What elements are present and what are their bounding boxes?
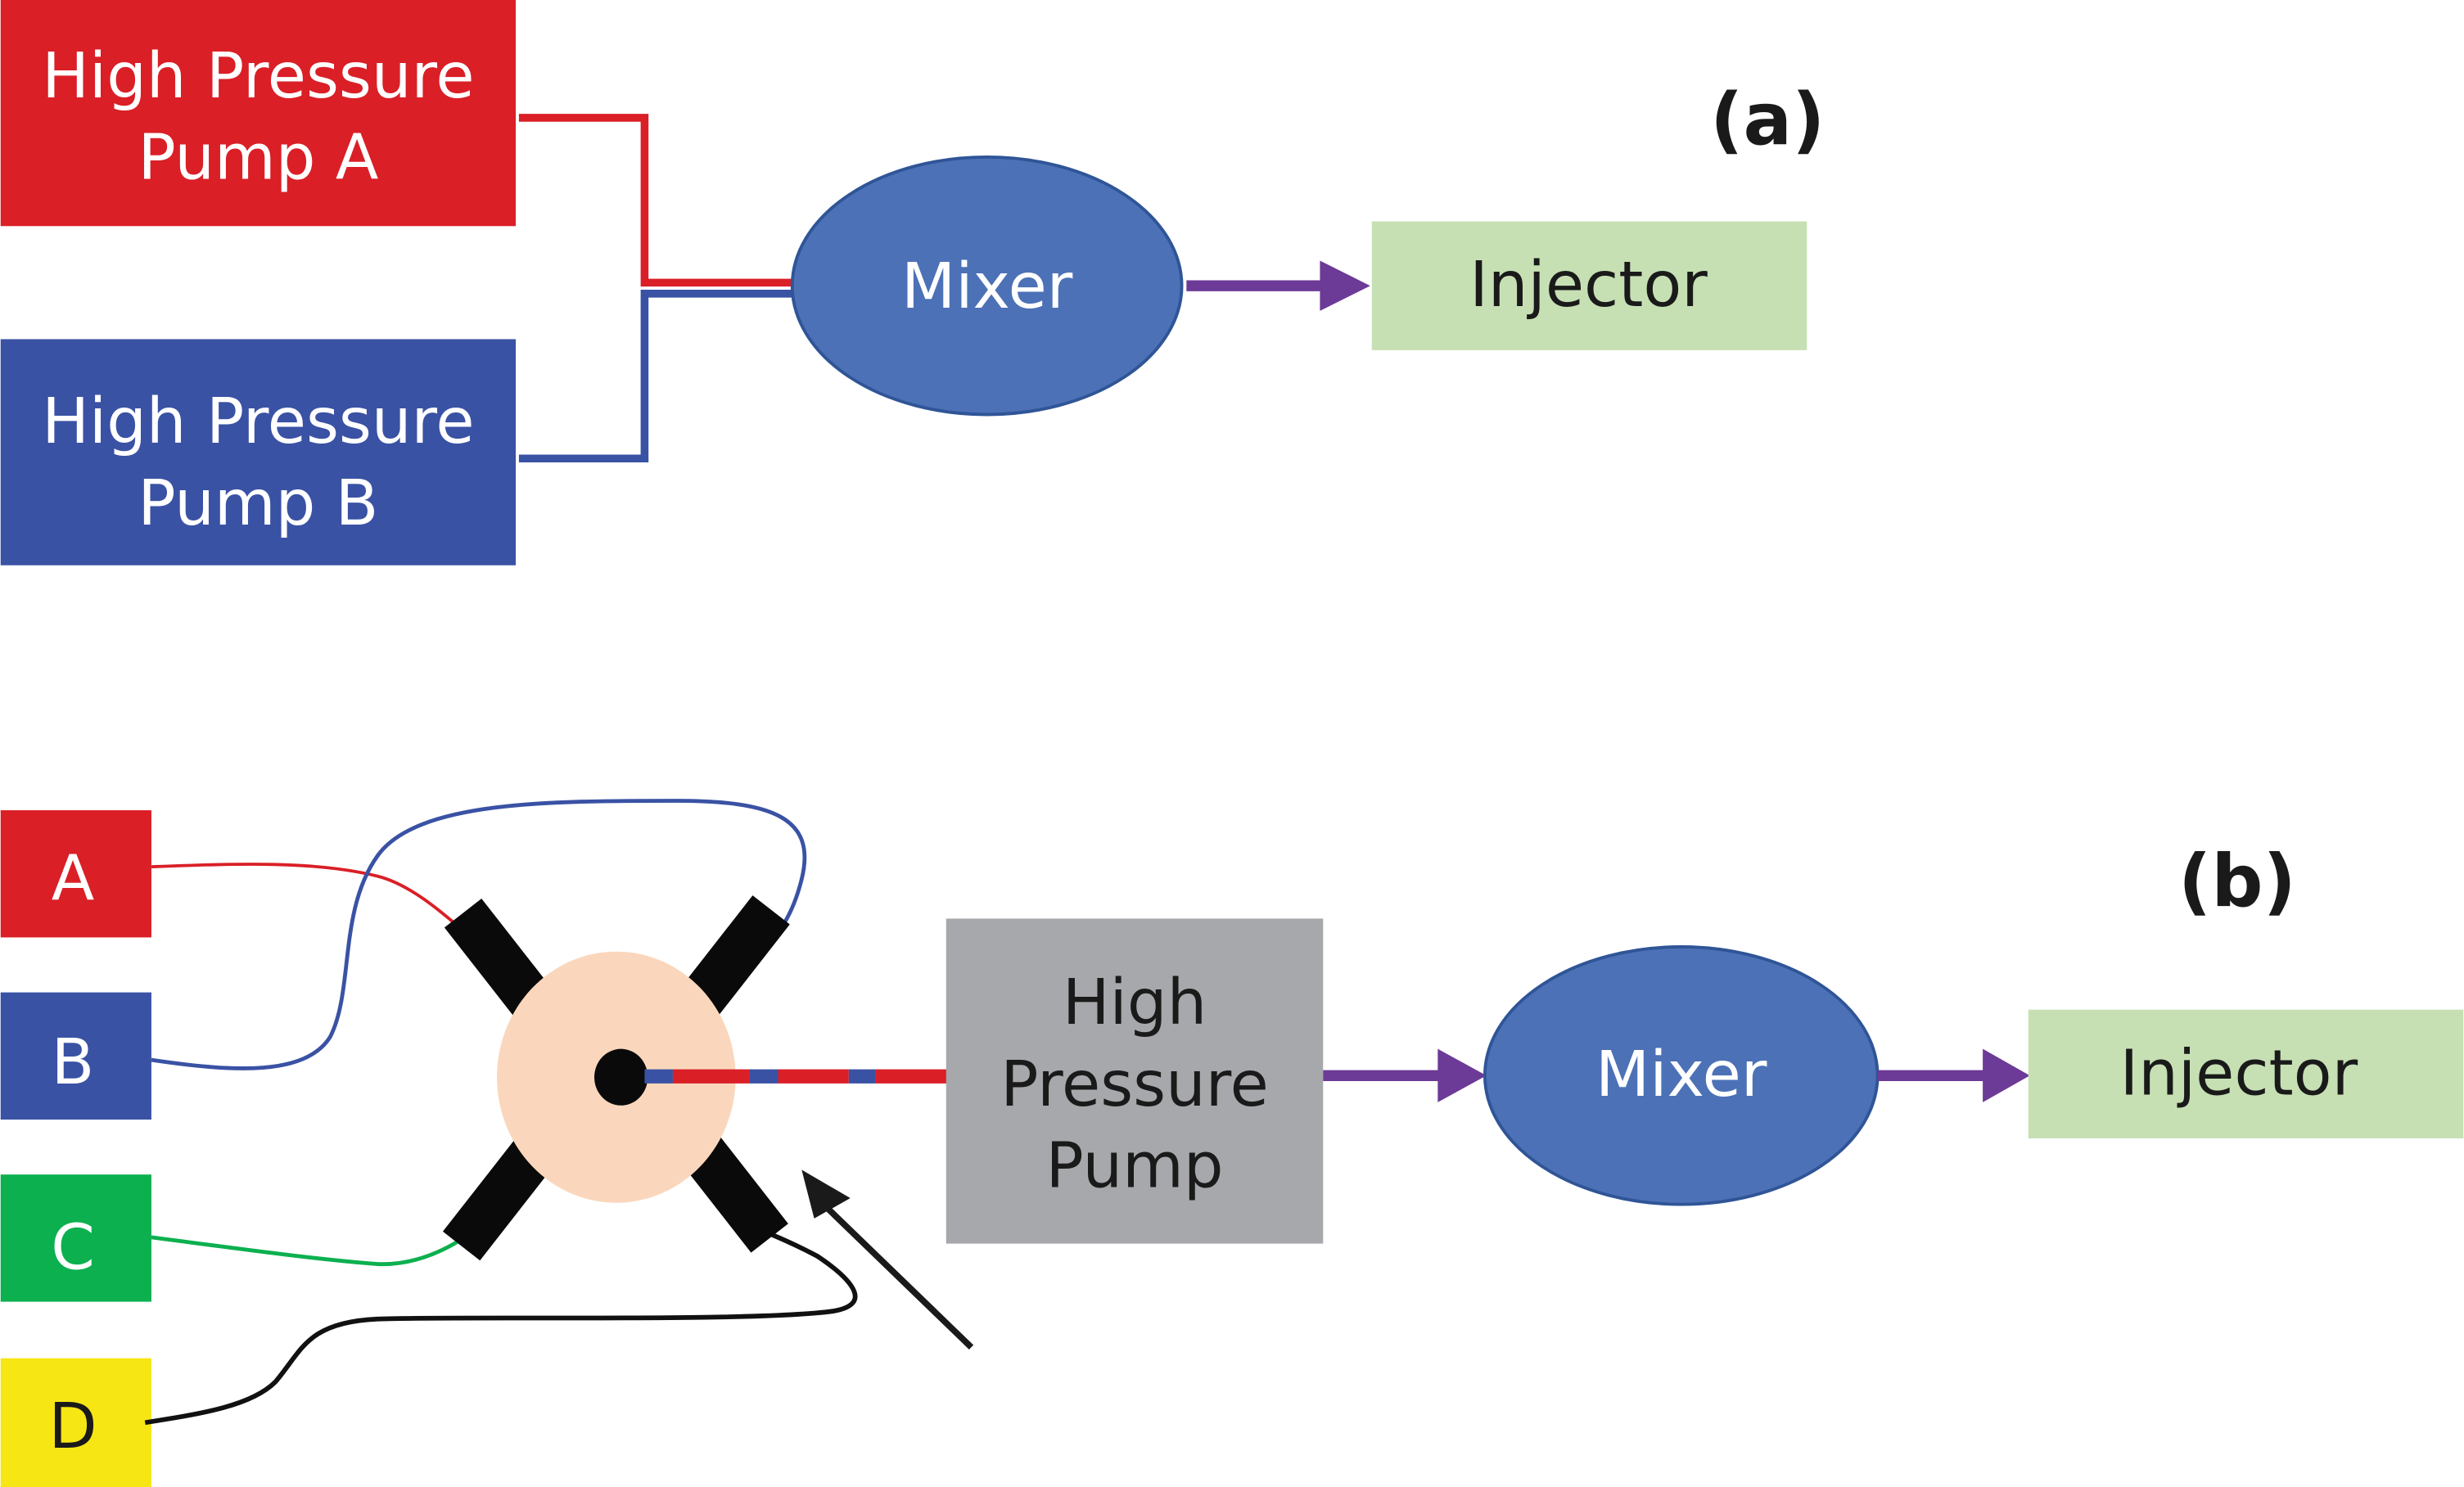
injector-a-rect <box>1371 221 1807 350</box>
tubing-a <box>151 863 467 935</box>
solvent-c-rect <box>0 1174 151 1302</box>
pump-a-box: High Pressure Pump A <box>0 0 517 227</box>
pump-rect <box>945 918 1324 1244</box>
panel-b: (b) A B C D <box>0 799 2464 1487</box>
flow-arrow-pump-to-mixer <box>1323 1048 1487 1102</box>
solvent-a-rect <box>0 810 151 938</box>
valve-port-top-right <box>675 895 790 1024</box>
pointer-arrow <box>801 1169 974 1350</box>
tubing-d <box>144 1230 858 1426</box>
mixer-a: Mixer <box>790 155 1184 417</box>
pump-b-label-line2: Pump B <box>138 467 378 540</box>
injector-b: Injector <box>2028 1009 2464 1139</box>
pump-b-label-line1: High Pressure <box>42 385 474 458</box>
solvent-b-label: B <box>52 1026 95 1099</box>
pump-a-rect <box>0 0 517 227</box>
pump-label-line1: High <box>1063 967 1207 1039</box>
mixer-b: Mixer <box>1482 945 1880 1206</box>
solvent-a-label: A <box>52 842 95 915</box>
flow-arrow-mixer-to-injector <box>1877 1048 2030 1102</box>
solvent-d-rect <box>0 1358 151 1487</box>
pump-b-rect <box>0 339 517 566</box>
segmented-flow-line <box>644 1069 948 1084</box>
injector-a: Injector <box>1371 221 1807 350</box>
panel-b-label: (b) <box>2178 839 2296 923</box>
high-pressure-pump: High Pressure Pump <box>945 918 1324 1244</box>
proportioning-valve <box>442 895 790 1261</box>
flow-arrow-a <box>1186 260 1370 311</box>
panel-a-label: (a) <box>1710 78 1825 162</box>
injector-b-label: Injector <box>2120 1037 2358 1110</box>
mixer-a-ellipse <box>790 155 1184 417</box>
solvent-c-label: C <box>51 1211 95 1284</box>
injector-b-rect <box>2028 1009 2464 1139</box>
pump-a-label-line2: Pump A <box>138 122 378 195</box>
solvent-c: C <box>0 1174 151 1302</box>
pump-a-label-line1: High Pressure <box>42 40 474 113</box>
pump-label-line3: Pump <box>1046 1130 1224 1203</box>
pump-label-line2: Pressure <box>1000 1048 1269 1121</box>
tubing-b <box>151 799 807 1070</box>
solvent-b-rect <box>0 992 151 1120</box>
solvent-b: B <box>0 992 151 1120</box>
valve-port-bottom-left <box>442 1132 557 1261</box>
solvent-d: D <box>0 1358 151 1487</box>
pump-a-line <box>518 114 794 287</box>
pump-b-line <box>518 289 794 463</box>
mixer-a-label: Mixer <box>901 250 1073 323</box>
pump-b-box: High Pressure Pump B <box>0 339 517 566</box>
solvent-a: A <box>0 810 151 938</box>
injector-a-label: Injector <box>1469 249 1708 322</box>
tubing-c <box>151 1234 468 1266</box>
panel-a: (a) High Pressure Pump A High Pressure P… <box>0 0 1825 566</box>
solvent-d-label: D <box>48 1390 97 1463</box>
valve-outlet <box>594 1048 648 1106</box>
mixer-b-label: Mixer <box>1595 1039 1767 1111</box>
